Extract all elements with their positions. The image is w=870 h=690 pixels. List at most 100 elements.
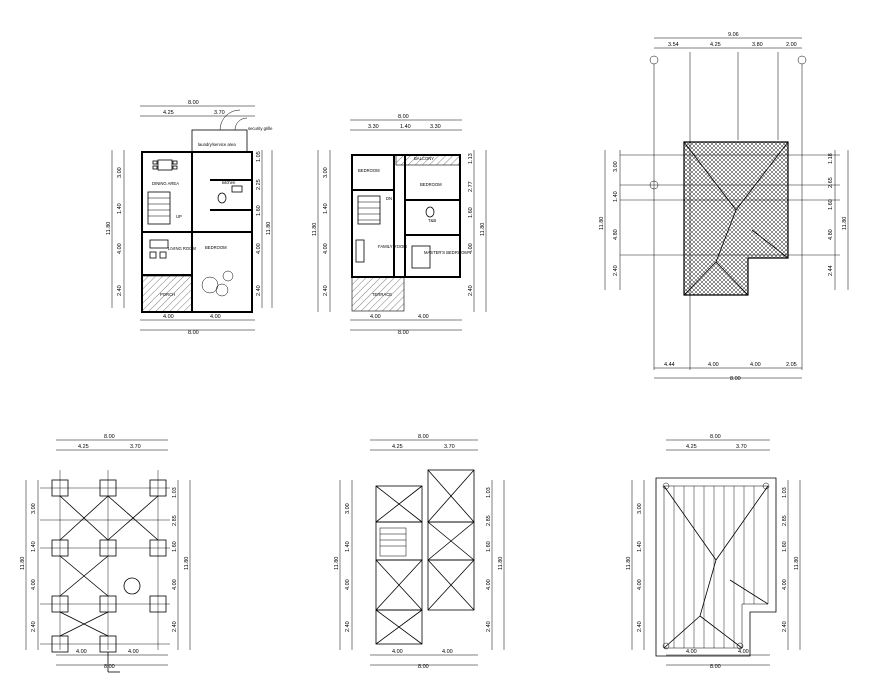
dim-roof-seg: 4.25 (710, 42, 721, 48)
label-up: UP (176, 214, 182, 219)
dim-right-seg: 2.85 (172, 515, 178, 526)
dim-total-height: 11.80 (334, 557, 340, 570)
dim-left-seg: 3.00 (323, 167, 329, 178)
dim-roof-right: 1.18 (828, 153, 834, 164)
dim-roof-right: 4.80 (828, 229, 834, 240)
dim-bottom-seg: 4.00 (128, 649, 139, 655)
dim-left-seg: 2.40 (117, 285, 123, 296)
dim-left-seg: 4.00 (637, 579, 643, 590)
dim-total-width: 8.00 (710, 434, 721, 440)
dim-bottom-total: 8.00 (398, 330, 409, 336)
dim-top-seg: 1.40 (400, 124, 411, 130)
dim-right-seg: 1.60 (782, 541, 788, 552)
dim-right-seg: 2.25 (256, 179, 262, 190)
dim-bottom-right: 4.00 (210, 314, 221, 320)
dim-roof-seg: 3.80 (752, 42, 763, 48)
label-terrace: TERRACE (372, 292, 392, 297)
dim-top-seg: 3.70 (130, 444, 141, 450)
dim-roof-bottom-total: 8.00 (730, 376, 741, 382)
roof-framing-plan: 8.00 4.25 3.70 4.00 4.00 8.00 11.80 3.00… (626, 434, 801, 670)
dim-roof-right: 2.65 (828, 177, 834, 188)
dim-roof-height: 11.80 (599, 217, 605, 230)
dim-top-seg: 4.25 (392, 444, 403, 450)
label-tb: T&B (428, 218, 436, 223)
dim-left-seg: 3.00 (31, 503, 37, 514)
label-security-grille: security grille (248, 126, 273, 131)
dim-bottom-seg: 4.00 (686, 649, 697, 655)
dim-top-seg: 3.30 (430, 124, 441, 130)
dim-right-seg: 1.05 (256, 151, 262, 162)
dim-left-seg: 2.40 (31, 621, 37, 632)
dim-right-seg: 1.60 (468, 207, 474, 218)
dim-bottom-seg: 4.00 (418, 314, 429, 320)
dim-right-seg: 1.13 (468, 153, 474, 164)
dim-total-height: 11.80 (106, 222, 112, 235)
dim-roof-right: 2.44 (828, 265, 834, 276)
dim-right-seg: 1.60 (172, 541, 178, 552)
label-dining: DINING AREA (152, 181, 179, 186)
dim-right-seg: 4.00 (486, 579, 492, 590)
dim-right-seg: 1.03 (782, 487, 788, 498)
label-bedroom-2: BEDROOM (420, 182, 442, 187)
dim-right-seg: 1.03 (172, 487, 178, 498)
dim-bottom-total: 8.00 (188, 330, 199, 336)
dim-bottom-total: 8.00 (418, 664, 429, 670)
label-balcony: BALCONY (414, 156, 434, 161)
dim-right-seg: 1.03 (486, 487, 492, 498)
dim-bottom-seg: 4.00 (738, 649, 749, 655)
dim-bottom-left: 4.00 (163, 314, 174, 320)
dim-right-seg: 2.40 (468, 285, 474, 296)
dim-bottom-seg: 4.00 (76, 649, 87, 655)
label-bedroom: BEDROOM (358, 168, 380, 173)
dim-left-seg: 1.40 (637, 541, 643, 552)
dim-right-seg: 2.40 (172, 621, 178, 632)
label-bedroom: BEDROOM (205, 245, 227, 250)
label-family: FAMILY ROOM (378, 244, 407, 249)
dim-total-width: 8.00 (104, 434, 115, 440)
label-dn: DN (386, 196, 392, 201)
dim-roof-right: 1.60 (828, 199, 834, 210)
dim-left-seg: 4.00 (117, 243, 123, 254)
dim-right-seg: 4.00 (256, 243, 262, 254)
dim-right-seg: 2.40 (782, 621, 788, 632)
dim-right-seg: 2.40 (256, 285, 262, 296)
dim-bottom-seg: 4.00 (392, 649, 403, 655)
dim-total-width: 8.00 (188, 100, 199, 106)
dim-left-seg: 2.40 (637, 621, 643, 632)
dim-roof-left: 3.00 (613, 161, 619, 172)
dim-top-seg: 3.70 (736, 444, 747, 450)
dim-left-seg: 1.40 (345, 541, 351, 552)
label-kitchen: kitchen (222, 180, 236, 185)
dim-right-seg: 1.60 (256, 205, 262, 216)
dim-top-seg: 4.25 (686, 444, 697, 450)
dim-roof-bottom: 2.05 (786, 362, 797, 368)
dim-total-height-right: 11.80 (498, 557, 504, 570)
dim-total-height: 11.80 (20, 557, 26, 570)
dim-roof-left: 1.40 (613, 191, 619, 202)
dim-roof-seg: 3.54 (668, 42, 679, 48)
floor-framing-plan: 8.00 4.25 3.70 4.00 4.00 8.00 11.80 3.00… (334, 434, 505, 670)
label-living: LIVING ROOM (168, 246, 196, 251)
dim-total-height-right: 11.80 (184, 557, 190, 570)
dim-left-seg: 3.00 (345, 503, 351, 514)
label-laundry: laundry/service area (198, 142, 236, 147)
dim-right-seg: 4.00 (468, 243, 474, 254)
dim-left-seg: 4.00 (345, 579, 351, 590)
dim-right-seg: 1.60 (486, 541, 492, 552)
dim-roof-left: 2.40 (613, 265, 619, 276)
dim-left-seg: 1.40 (323, 203, 329, 214)
dim-roof-left: 4.80 (613, 229, 619, 240)
dim-top-seg: 3.70 (444, 444, 455, 450)
dim-total-width: 8.00 (418, 434, 429, 440)
label-porch: PORCH (160, 292, 175, 297)
dim-left-seg: 2.40 (345, 621, 351, 632)
dim-top-right: 3.70 (214, 110, 225, 116)
dim-left-seg: 2.40 (323, 285, 329, 296)
dim-roof-bottom: 4.44 (664, 362, 675, 368)
dim-right-seg: 4.00 (782, 579, 788, 590)
dim-right-seg: 2.40 (486, 621, 492, 632)
dim-left-seg: 4.00 (323, 243, 329, 254)
dim-left-seg: 3.00 (637, 503, 643, 514)
dim-total-height-right: 11.80 (266, 222, 272, 235)
